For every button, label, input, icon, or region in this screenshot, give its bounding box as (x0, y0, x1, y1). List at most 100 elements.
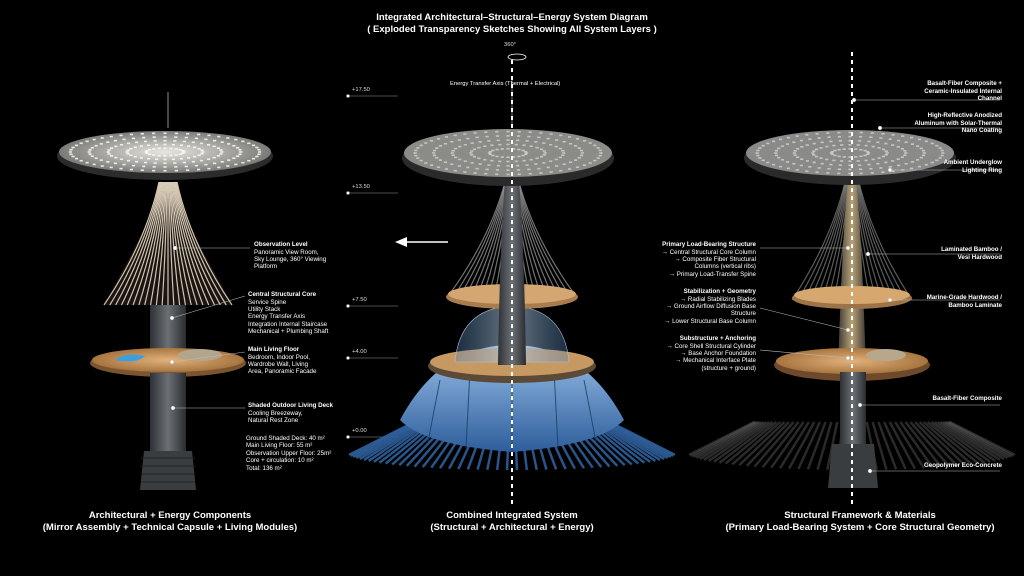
material-label: Vesi Hardwood (957, 253, 1002, 261)
elevation-markers (346, 94, 398, 439)
right-dish (746, 130, 954, 176)
marine-note: Marine-Grade Hardwood / Bamboo Laminate (927, 294, 1002, 309)
deck-heading: Shaded Outdoor Living Deck (248, 402, 333, 409)
stabilization-note: Stabilization + Geometry → Radial Stabil… (664, 288, 756, 325)
right-tower (688, 130, 1016, 488)
living-floor-note: Main Living Floor Bedroom, Indoor Pool, … (248, 346, 316, 376)
living-line: Area, Panoramic Facade (248, 368, 317, 376)
left-caption: Architectural + Energy Components (Mirro… (20, 510, 320, 533)
right-base (828, 444, 878, 488)
primary-line: → Composite Fiber Structural (674, 256, 757, 263)
primary-line: Columns (vertical ribs) (694, 263, 756, 271)
stabilization-heading: Stabilization + Geometry (683, 288, 756, 295)
elevation-7-50: +7.50 (352, 297, 367, 303)
left-core-upper (150, 305, 186, 353)
basalt-label: Basalt-Fiber Composite (932, 395, 1002, 402)
energy-axis-label: Energy Transfer Axis (Thermal + Electric… (450, 81, 561, 87)
stabilization-line: → Lower Structural Base Column (664, 317, 756, 325)
left-pool (115, 354, 145, 362)
substructure-heading: Substructure + Anchoring (679, 335, 756, 342)
core-heading: Central Structural Core (248, 291, 317, 298)
area-line: Ground Shaded Deck: 40 m² (246, 435, 325, 442)
living-heading: Main Living Floor (248, 346, 300, 353)
substructure-note: Substructure + Anchoring → Core Shell St… (667, 335, 756, 372)
bamboo-note: Laminated Bamboo / Vesi Hardwood (941, 246, 1002, 261)
core-line: Mechanical + Plumbing Shaft (248, 328, 329, 336)
elevation-17-50: +17.50 (352, 87, 370, 93)
elevation-13-50: +13.50 (352, 184, 370, 190)
middle-caption: Combined Integrated System (Structural +… (392, 510, 632, 533)
left-furniture (178, 349, 222, 361)
observation-line: Platform (254, 263, 278, 271)
left-core-lower (150, 373, 186, 451)
elevation-4-00: +4.00 (352, 349, 367, 355)
left-tower (57, 92, 273, 490)
material-label: Ceramic-Insulated Internal (924, 87, 1002, 95)
left-caption-subtitle: (Mirror Assembly + Technical Capsule + L… (42, 521, 298, 533)
stabilization-line: Structure (730, 310, 756, 318)
right-caption-subtitle: (Primary Load-Bearing System + Core Stru… (725, 521, 995, 533)
left-dish (59, 131, 271, 173)
stabilization-line: → Ground Airflow Diffusion Base (666, 303, 756, 310)
material-label: Marine-Grade Hardwood / (926, 294, 1002, 301)
core-line: Energy Transfer Axis (248, 313, 306, 321)
observation-line: Sky Lounge, 360° Viewing (254, 256, 327, 263)
primary-heading: Primary Load-Bearing Structure (662, 241, 756, 248)
left-caption-title: Architectural + Energy Components (88, 510, 252, 521)
material-label: Bamboo Laminate (948, 301, 1002, 309)
left-living-floor (92, 348, 244, 372)
core-line: Service Spine (248, 298, 287, 306)
left-dish-grid (68, 132, 262, 172)
living-line: Wardrobe Wall, Living (248, 361, 309, 368)
deck-note: Shaded Outdoor Living Deck Cooling Breez… (248, 402, 333, 424)
material-label: Lighting Ring (962, 166, 1002, 174)
middle-leaders (759, 245, 851, 361)
primary-line: → Primary Load-Transfer Spine (668, 270, 756, 278)
substructure-line: (structure + ground) (701, 364, 756, 372)
middle-tower (348, 78, 676, 471)
observation-heading: Observation Level (254, 241, 308, 248)
observation-level-note: Observation Level Panoramic View Room, S… (254, 241, 326, 271)
substructure-line: → Core Shell Structural Cylinder (666, 342, 756, 350)
primary-structure-note: Primary Load-Bearing Structure → Central… (662, 241, 756, 278)
substructure-line: → Base Anchor Foundation (680, 350, 756, 357)
lighting-note: Ambient Underglow Lighting Ring (944, 159, 1002, 174)
middle-dish-grid (413, 130, 603, 176)
elevation-0-00: +0.00 (352, 428, 367, 434)
rotation-icon (507, 53, 527, 61)
material-label: Aluminum with Solar-Thermal (914, 119, 1002, 127)
diagram-title: Integrated Architectural–Structural–Ener… (376, 12, 648, 23)
middle-core (498, 180, 526, 365)
left-cone-ribs (103, 181, 233, 306)
area-line: Main Living Floor: 55 m² (246, 442, 313, 450)
core-line: Utility Stack (248, 306, 281, 313)
material-label: Laminated Bamboo / (941, 246, 1002, 253)
left-leaders (169, 245, 250, 411)
right-caption: Structural Framework & Materials (Primar… (700, 510, 1020, 533)
material-label: High-Reflective Anodized (927, 112, 1002, 119)
material-label: Ambient Underglow (943, 159, 1002, 166)
area-summary: Ground Shaded Deck: 40 m² Main Living Fl… (246, 435, 331, 472)
right-dish-grid (755, 131, 945, 175)
substructure-line: → Mechanical Interface Plate (675, 357, 756, 365)
core-note: Central Structural Core Service Spine Ut… (248, 291, 328, 336)
middle-caption-title: Combined Integrated System (446, 510, 578, 521)
right-leaders (851, 97, 1000, 474)
stabilization-line: → Radial Stabilizing Blades (679, 295, 756, 303)
basalt-channel-note: Basalt-Fiber Composite + Ceramic-Insulat… (924, 80, 1002, 103)
living-line: Bedroom, Indoor Pool, (248, 353, 310, 361)
material-label: Nano Coating (961, 127, 1002, 135)
left-base (140, 451, 196, 490)
rotation-label: 360° (504, 42, 516, 48)
geopolymer-label: Geopolymer Eco-Concrete (923, 462, 1002, 469)
primary-line: → Central Structural Core Column (661, 248, 756, 256)
aluminum-note: High-Reflective Anodized Aluminum with S… (914, 112, 1002, 135)
diagram-subtitle: ( Exploded Transparency Sketches Showing… (367, 24, 657, 35)
material-label: Basalt-Fiber Composite + (927, 80, 1002, 87)
middle-caption-subtitle: (Structural + Architectural + Energy) (430, 521, 594, 533)
observation-line: Panoramic View Room, (254, 248, 319, 256)
area-line: Total: 136 m² (246, 464, 282, 472)
material-label: Channel (977, 95, 1002, 103)
area-line: Core + circulation: 10 m² (246, 457, 314, 465)
